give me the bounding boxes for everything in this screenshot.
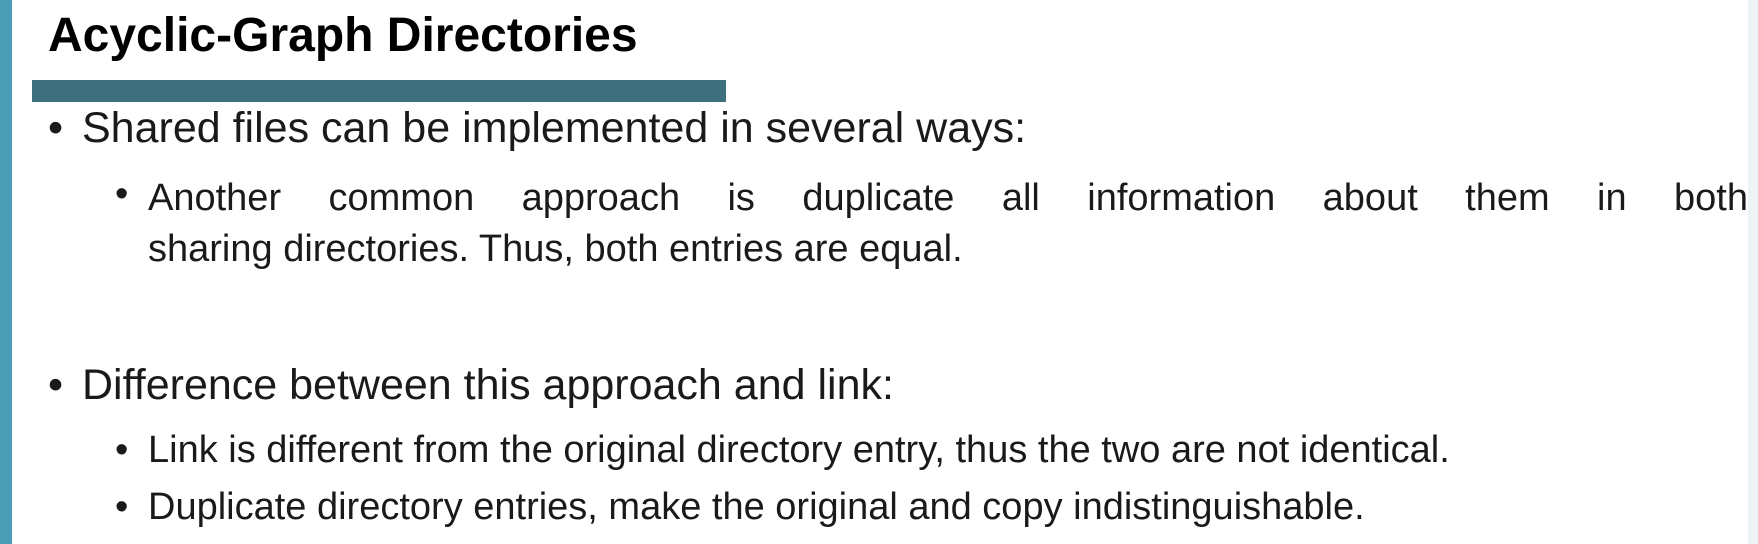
slide-title: Acyclic-Graph Directories bbox=[48, 9, 638, 62]
sub-bullet-text: Link is different from the original dire… bbox=[148, 429, 1450, 471]
sub-bullet-dot: • bbox=[115, 429, 129, 471]
sub-bullet-dot: • bbox=[115, 173, 129, 215]
sub-bullet-line-1: Another common approach is duplicate all… bbox=[148, 177, 1748, 219]
right-accent-bar bbox=[1748, 0, 1758, 544]
sub-bullet-duplicate-approach: Another common approach is duplicate all… bbox=[148, 173, 1748, 275]
bullet-dot: • bbox=[48, 361, 64, 409]
bullet-dot: • bbox=[48, 104, 64, 152]
bullet-text: Shared files can be implemented in sever… bbox=[82, 104, 1027, 152]
title-underline-bar bbox=[32, 80, 726, 102]
bullet-text: Difference between this approach and lin… bbox=[82, 361, 894, 409]
sub-bullet-line-2: sharing directories. Thus, both entries … bbox=[148, 228, 963, 270]
sub-bullet-dot: • bbox=[115, 486, 129, 528]
left-accent-bar bbox=[0, 0, 12, 544]
sub-bullet-text: Duplicate directory entries, make the or… bbox=[148, 486, 1365, 528]
